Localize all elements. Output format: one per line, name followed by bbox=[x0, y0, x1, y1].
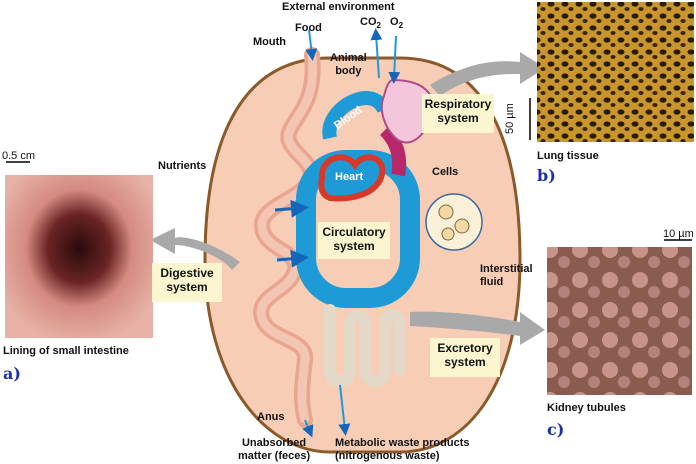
kidney-scale-label: 10 µm bbox=[663, 228, 694, 240]
lung-tissue-photo bbox=[537, 2, 694, 142]
external-environment-label: External environment bbox=[282, 1, 395, 13]
panel-c-letter: c) bbox=[547, 420, 565, 439]
heart-shape bbox=[318, 154, 386, 202]
cells-label: Cells bbox=[432, 166, 459, 178]
kidney-photo bbox=[547, 247, 692, 395]
arrow-to-intestine bbox=[150, 228, 240, 270]
lung-scale-label: 50 µm bbox=[504, 103, 516, 134]
anus-label: Anus bbox=[257, 411, 285, 423]
panel-b-letter: b) bbox=[537, 166, 556, 185]
panel-a-letter: a) bbox=[3, 364, 21, 383]
co2-label: CO2 bbox=[360, 16, 381, 31]
intestine-photo bbox=[5, 175, 153, 338]
intestine-scale-label: 0.5 cm bbox=[2, 150, 36, 162]
metabolic-waste-label: Metabolic waste products(nitrogenous was… bbox=[335, 437, 470, 462]
lung-caption: Lung tissue bbox=[537, 150, 599, 162]
nutrients-label: Nutrients bbox=[158, 160, 207, 172]
heart-label: Heart bbox=[335, 171, 364, 183]
intestine-caption: Lining of small intestine bbox=[3, 345, 129, 357]
mouth-label: Mouth bbox=[253, 36, 286, 48]
arrow-to-kidney bbox=[410, 311, 545, 345]
kidney-caption: Kidney tubules bbox=[547, 402, 626, 414]
food-label: Food bbox=[295, 22, 322, 34]
o2-label: O2 bbox=[390, 16, 404, 31]
arrow-to-lung bbox=[430, 52, 545, 96]
cells-inset bbox=[425, 193, 483, 251]
excretory-tubules bbox=[324, 304, 406, 388]
